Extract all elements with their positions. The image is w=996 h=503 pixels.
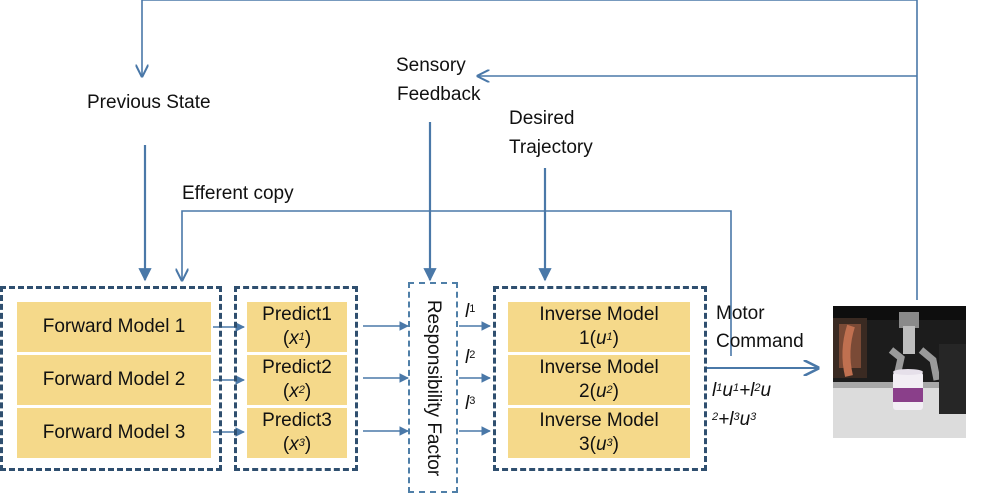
- forward-model-2-box: Forward Model 2: [17, 355, 211, 405]
- predict-1-variable: (x1): [282, 328, 312, 349]
- predict-3-box: Predict3 (x3): [247, 408, 347, 458]
- predict-2-variable: (x2): [282, 381, 312, 402]
- inverse-model-group: [493, 286, 707, 471]
- inverse-model-3-label: Inverse Model: [539, 410, 659, 431]
- previous-state-label: Previous State: [87, 92, 211, 113]
- robot-scene-image: [833, 306, 966, 438]
- inverse-model-1-label: Inverse Model: [539, 304, 659, 325]
- weight-l1-label: l1: [465, 301, 476, 322]
- inverse-model-2-label: Inverse Model: [539, 357, 659, 378]
- predict-group: [234, 286, 358, 471]
- motor-command-label-line2: Command: [716, 331, 804, 352]
- blended-command-formula-line2: 2+l3u3: [712, 409, 757, 430]
- inverse-model-2-variable: 2(u2): [579, 381, 619, 402]
- forward-model-1-label: Forward Model 1: [42, 316, 186, 337]
- loop-arrow-previous-state: [142, 0, 918, 300]
- responsibility-factor-label: Responsibility Factor: [423, 299, 444, 476]
- desired-trajectory-label-line1: Desired: [509, 108, 575, 129]
- inverse-model-3-variable: 3(u3): [579, 434, 619, 455]
- forward-model-1-box: Forward Model 1: [17, 302, 211, 352]
- predict-2-box: Predict2 (x2): [247, 355, 347, 405]
- predict-3-label: Predict3: [262, 410, 332, 431]
- blended-command-formula-line1: l1u1+l2u: [712, 380, 772, 401]
- inverse-model-1-variable: 1(u1): [579, 328, 619, 349]
- inverse-model-1-box: Inverse Model 1(u1): [508, 302, 690, 352]
- weight-l3-label: l3: [465, 393, 476, 414]
- inverse-model-2-box: Inverse Model 2(u2): [508, 355, 690, 405]
- weight-l2-label: l2: [465, 347, 476, 368]
- predict-1-label: Predict1: [262, 304, 332, 325]
- responsibility-factor-box: Responsibility Factor: [408, 282, 458, 493]
- desired-trajectory-label-line2: Trajectory: [509, 137, 593, 158]
- predict-1-box: Predict1 (x1): [247, 302, 347, 352]
- sensory-feedback-label-line2: Feedback: [397, 84, 481, 105]
- efferent-copy-arrow: [182, 210, 732, 356]
- forward-model-group: [0, 286, 222, 471]
- robot-photo: [833, 306, 966, 438]
- sensory-feedback-label-line1: Sensory: [396, 55, 466, 76]
- predict-2-label: Predict2: [262, 357, 332, 378]
- efferent-copy-label: Efferent copy: [182, 183, 294, 204]
- forward-model-2-label: Forward Model 2: [42, 369, 186, 390]
- motor-command-label-line1: Motor: [716, 303, 765, 324]
- predict-3-variable: (x3): [282, 434, 312, 455]
- forward-model-3-box: Forward Model 3: [17, 408, 211, 458]
- forward-model-3-label: Forward Model 3: [42, 422, 186, 443]
- inverse-model-3-box: Inverse Model 3(u3): [508, 408, 690, 458]
